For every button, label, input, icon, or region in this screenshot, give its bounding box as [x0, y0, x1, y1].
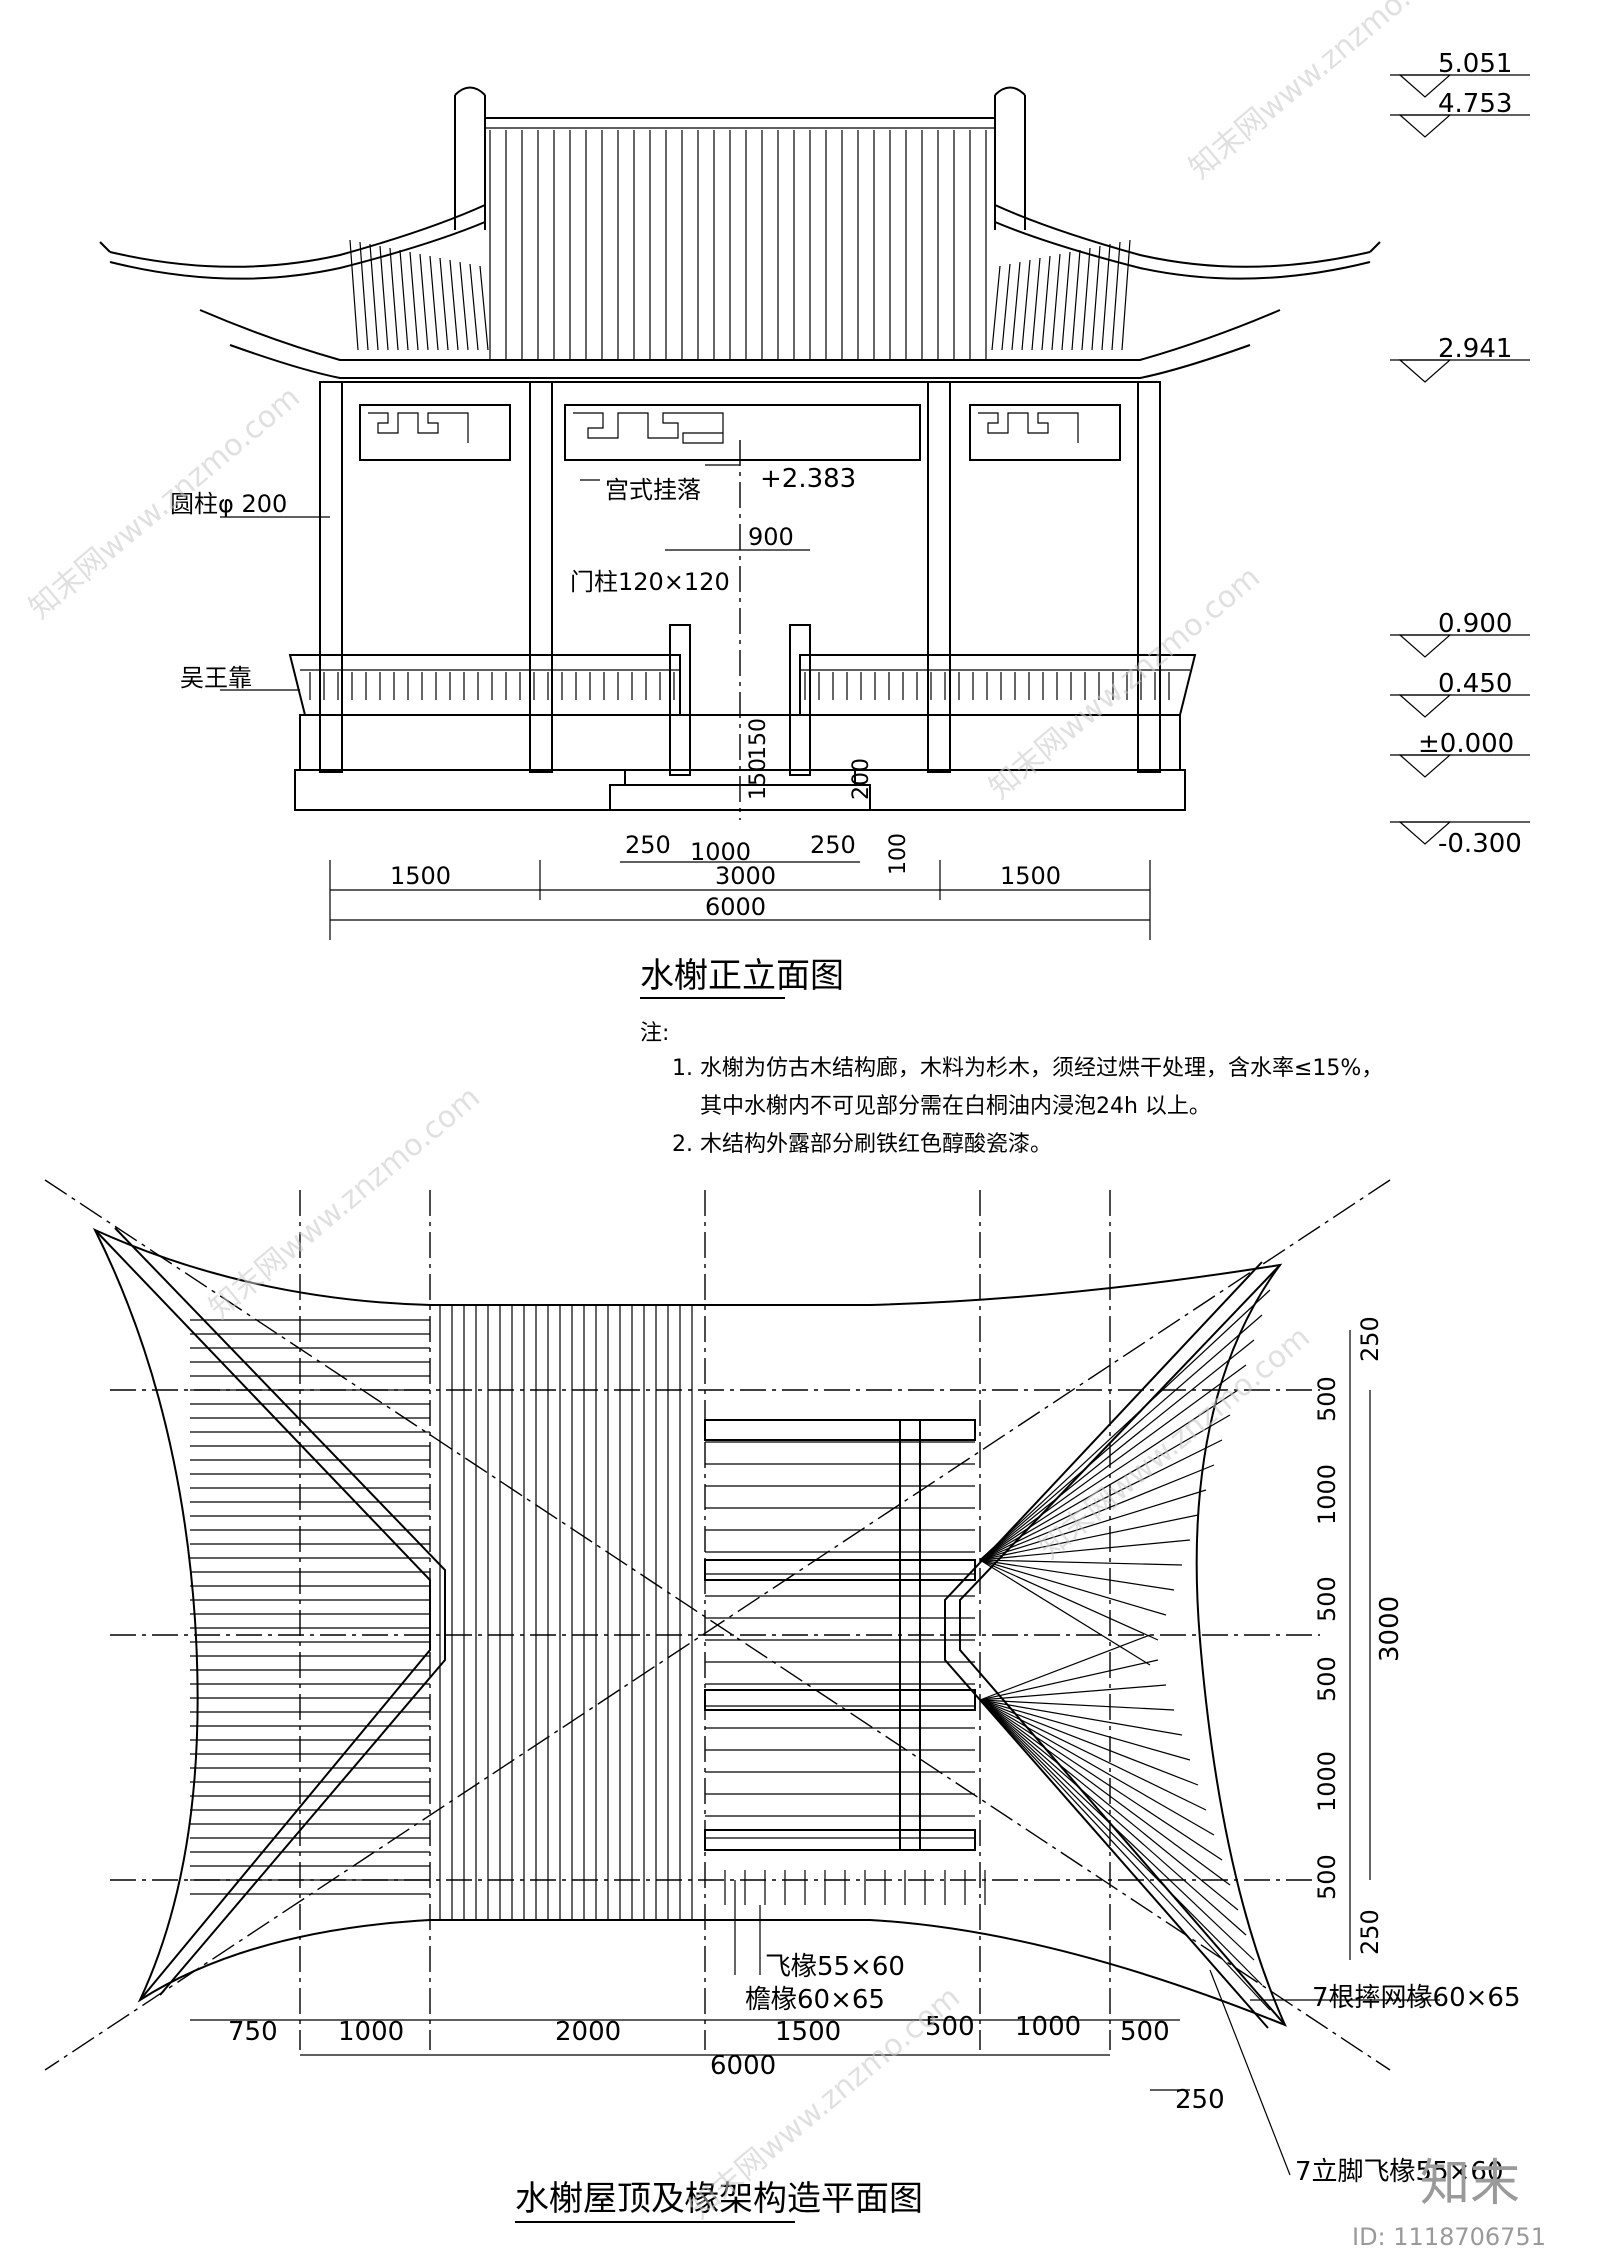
label-hanging: 宫式挂落: [605, 476, 701, 504]
level-markers: [1390, 74, 1530, 845]
door-column-left: [669, 624, 691, 776]
level-2941: 2.941: [1438, 334, 1512, 364]
dim-1500-a: 1500: [390, 862, 451, 890]
plan-title: 水榭屋顶及椽架构造平面图: [515, 2179, 923, 2219]
label-eave-rafter: 檐椽60×65: [745, 1985, 885, 2015]
bench: [288, 654, 1197, 716]
plus-level: +2.383: [760, 464, 856, 494]
elevation-dims: [220, 464, 1151, 940]
plan-dims-right: [1349, 1330, 1371, 1960]
plan-dim-2000: 2000: [555, 2017, 621, 2047]
label-net-rafter: 7根摔网椽60×65: [1312, 1983, 1521, 2013]
elevation-title: 水榭正立面图: [640, 956, 844, 996]
plan-dim-500-b: 500: [1120, 2017, 1170, 2047]
plan-dim-500-r2: 500: [1313, 1576, 1341, 1622]
lower-eave: [199, 309, 1281, 361]
right-ridge-ear: [994, 86, 1026, 230]
watermark-id: ID: 1118706751: [1352, 2223, 1546, 2251]
label-column: 圆柱φ 200: [170, 490, 287, 518]
plan-rafters: [190, 1289, 1271, 2011]
watermark: 知末网www.znzmo.com: [203, 1080, 487, 1326]
left-ridge-ear: [454, 86, 486, 230]
plan-dim-250-bottom: 250: [1175, 2085, 1225, 2115]
dim-900: 900: [748, 523, 794, 551]
dim-200: 200: [849, 758, 874, 800]
plan-drawing: [44, 1179, 1440, 2176]
dim-3000-a: 3000: [715, 862, 776, 890]
dim-1000-a: 1000: [690, 838, 751, 866]
plan-dim-250-r: 250: [1356, 1909, 1384, 1955]
label-bench: 吴王靠: [180, 664, 252, 692]
label-foot-rafter: 7立脚飞椽55×60: [1295, 2157, 1504, 2187]
door-column-right: [789, 624, 811, 776]
note-1: 1. 水榭为仿古木结构廊，木料为杉木，须经过烘干处理，含水率≤15%，: [672, 1056, 1384, 1081]
columns: [319, 381, 1161, 773]
plan-dim-1000-b: 1000: [1015, 2012, 1081, 2042]
level-0900: 0.900: [1438, 609, 1512, 639]
roof-tiles: [349, 130, 1131, 360]
plan-dim-500-r1: 500: [1313, 1376, 1341, 1422]
dim-6000-a: 6000: [705, 893, 766, 921]
left-eave: [109, 204, 486, 268]
hanging-lattice: [359, 404, 1121, 461]
plan-dim-6000: 6000: [710, 2051, 776, 2081]
watermark: 知末网www.znzmo.com: [1033, 1320, 1317, 1566]
beams: [704, 1419, 976, 1851]
note-2: 2. 木结构外露部分刷铁红色醇酸瓷漆。: [672, 1132, 1052, 1157]
dim-250-a: 250: [625, 831, 671, 859]
column-inner-left: [529, 381, 553, 773]
watermark-brand: 知末: [1420, 2154, 1520, 2212]
elevation-drawing: [99, 74, 1530, 940]
plan-dim-250-top: 250: [1356, 1316, 1384, 1362]
label-door-column: 门柱120×120: [570, 568, 730, 596]
dim-150-b: 150: [746, 718, 771, 760]
plan-dim-3000: 3000: [1375, 1596, 1405, 1662]
note-1-cont: 其中水榭内不可见部分需在白桐油内浸泡24h 以上。: [700, 1094, 1211, 1119]
dim-150-a: 150: [746, 758, 771, 800]
notes-heading: 注:: [640, 1021, 670, 1046]
level-neg0300: -0.300: [1438, 829, 1522, 859]
plan-dim-1500: 1500: [775, 2017, 841, 2047]
label-fly-rafter: 飞椽55×60: [765, 1952, 905, 1982]
plan-dim-500-a: 500: [925, 2012, 975, 2042]
plan-dim-500-r4: 500: [1313, 1854, 1341, 1900]
plan-dims-bottom: [190, 2019, 1190, 2091]
plan-dim-1000-r1: 1000: [1313, 1464, 1341, 1525]
column-inner-right: [927, 381, 951, 773]
right-hip: [959, 1264, 1286, 2026]
dim-100: 100: [886, 833, 911, 875]
plan-dim-1000-a: 1000: [338, 2017, 404, 2047]
level-0000: ±0.000: [1418, 729, 1514, 759]
right-eave: [994, 204, 1371, 268]
column-right: [1137, 381, 1161, 773]
dim-1500-b: 1500: [1000, 862, 1061, 890]
column-left: [319, 381, 343, 773]
level-5051: 5.051: [1438, 49, 1512, 79]
dim-250-b: 250: [810, 831, 856, 859]
watermark: 知末网www.znzmo.com: [1183, 0, 1467, 186]
plan-dim-750: 750: [228, 2017, 278, 2047]
plan-dim-1000-r2: 1000: [1313, 1751, 1341, 1812]
plan-dim-500-r3: 500: [1313, 1656, 1341, 1702]
level-4753: 4.753: [1438, 89, 1512, 119]
level-0450: 0.450: [1438, 669, 1512, 699]
left-hip: [94, 1229, 431, 2001]
